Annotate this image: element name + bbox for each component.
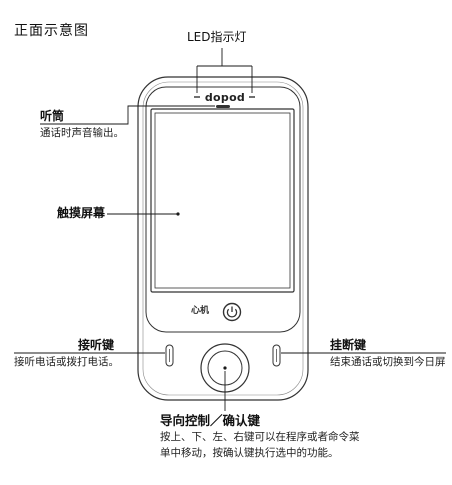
earpiece-label: 听筒 [40, 109, 65, 123]
nav-pad-center-dot [223, 366, 227, 370]
end-key-label: 挂断键 [330, 338, 367, 352]
phone-front [137, 76, 309, 401]
leader-lines [14, 48, 446, 411]
earpiece-description: 通话时声音输出。 [40, 127, 124, 139]
nav-key-description-line-2: 单中移动，按确认键执行选中的功能。 [160, 447, 339, 459]
led-label: LED指示灯 [187, 30, 247, 44]
talk-key-label: 接听键 [78, 338, 115, 352]
touchscreen-pointer-dot [176, 212, 180, 216]
end-key-shape [272, 344, 281, 367]
earpiece-slot [216, 105, 230, 108]
end-key-body [272, 344, 281, 367]
touchscreen-label: 触摸屏幕 [57, 206, 106, 220]
brand-mark-ring [222, 302, 242, 322]
end-key-description: 结束通话或切换到今日屏 [330, 356, 446, 368]
brand-mark-icon [222, 302, 242, 322]
brand-logo: dopod [204, 91, 246, 104]
led-leader-line [196, 48, 253, 93]
talk-key-body [165, 344, 174, 367]
phone-body-inner-edge [142, 81, 304, 396]
page-title: 正面示意图 [14, 23, 89, 39]
screen-frame [150, 108, 295, 293]
earpiece-leader-line [40, 105, 215, 125]
bottom-logo-text: 心机 [191, 306, 210, 316]
talk-key-shape [165, 344, 174, 367]
front-panel [145, 86, 301, 333]
talk-key-description: 接听电话或拨打电话。 [14, 356, 119, 368]
phone-body-outline [137, 76, 309, 401]
nav-key-description-line-1: 按上、下、左、右键可以在程序或者命令菜 [160, 431, 360, 443]
screen-display [154, 112, 291, 289]
brand-mark-arc [226, 308, 238, 318]
nav-key-label: 导向控制／确认键 [160, 413, 261, 428]
